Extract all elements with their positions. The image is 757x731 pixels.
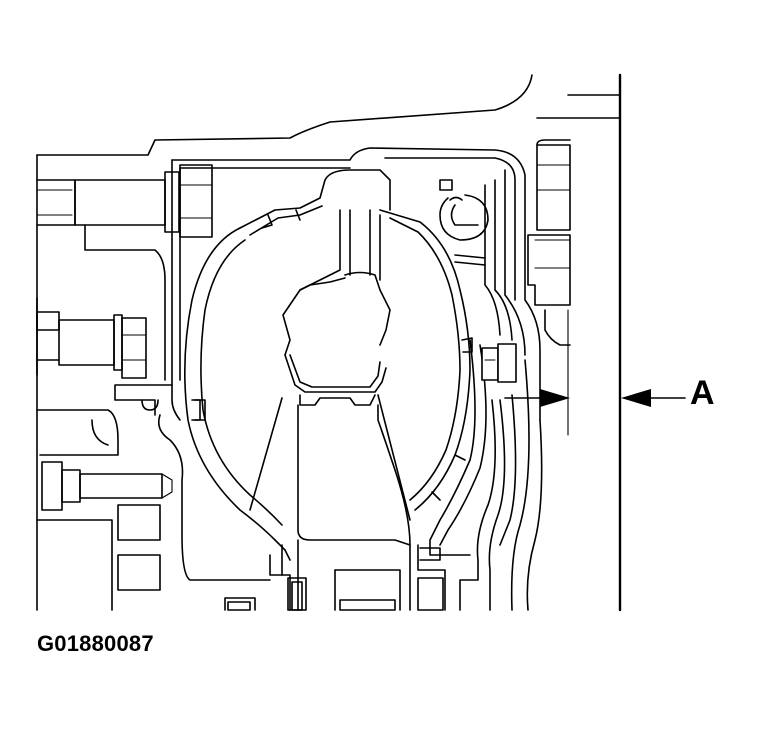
cam-bracket	[184, 169, 473, 561]
lower-components	[224, 544, 446, 611]
lower-bolt	[36, 384, 271, 611]
upper-bolt	[36, 164, 213, 381]
middle-bolt	[36, 297, 147, 379]
dimension-arrow	[504, 389, 570, 407]
right-channels	[429, 339, 543, 611]
housing-detail	[141, 399, 201, 421]
right-bolt-stack	[527, 139, 571, 436]
callout-label-a: A	[690, 374, 715, 412]
figure-id: G01880087	[37, 631, 154, 656]
valve-pin	[481, 343, 517, 383]
central-lever	[249, 209, 411, 611]
spring-clip	[439, 179, 489, 266]
housing-outline	[36, 73, 622, 612]
callout-arrow	[621, 389, 686, 407]
